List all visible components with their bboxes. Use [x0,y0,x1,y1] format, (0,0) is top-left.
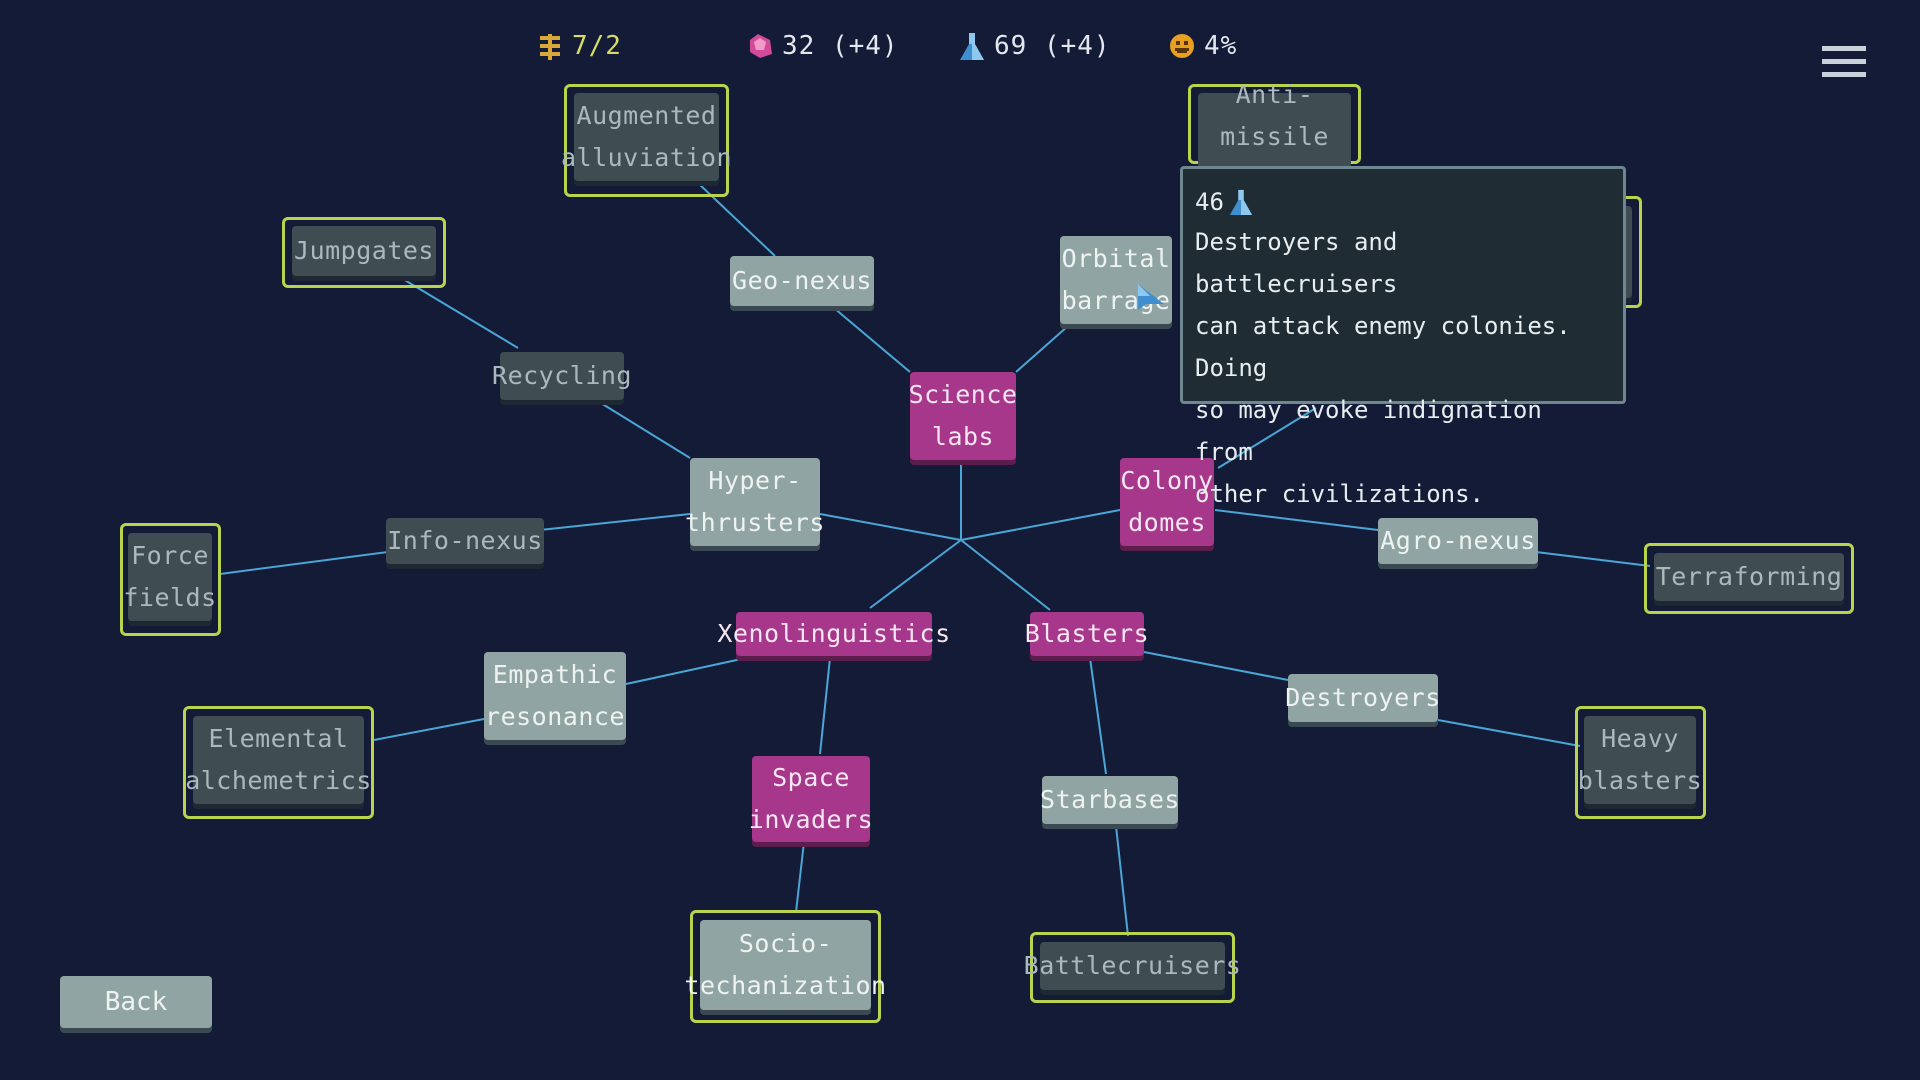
edge [1115,825,1129,937]
tech-terraforming[interactable]: Terraforming [1654,553,1844,601]
happiness-value: 4% [1204,31,1238,61]
edge [960,539,1051,611]
happiness-resource: 4% [1168,26,1237,66]
tech-blasters[interactable]: Blasters [1025,612,1149,656]
tech-battlecruisers[interactable]: Battlecruisers [1024,942,1241,990]
science-value: 69 (+4) [994,31,1111,61]
edge [539,513,691,531]
edge [1535,551,1651,567]
pointer-cursor-icon [1138,284,1164,310]
edge [397,275,519,349]
tooltip-cost: 46 [1195,183,1611,221]
tech-science-labs[interactable]: Science labs [909,372,1017,460]
tech-empathic-resonance[interactable]: Empathic resonance [484,652,626,740]
edge [1015,325,1069,373]
edge [819,513,962,541]
wheat-icon [540,34,560,60]
tech-recycling[interactable]: Recycling [492,352,631,400]
edge [1214,509,1379,531]
tech-starbases[interactable]: Starbases [1040,776,1179,824]
tooltip-description: Destroyers and battlecruisers can attack… [1195,228,1571,508]
tech-info-nexus[interactable]: Info-nexus [386,518,544,564]
tech-hyper-thrusters[interactable]: Hyper- thrusters [685,458,824,546]
edge [697,182,776,257]
science-resource: 69 (+4) [958,26,1111,66]
edge [1089,657,1107,775]
edge [869,539,962,609]
flask-icon [960,33,984,60]
edge [1143,651,1289,681]
tech-elemental-alchemetrics[interactable]: Elemental alchemetrics [185,716,371,804]
tech-agro-nexus[interactable]: Agro-nexus [1378,518,1538,564]
tech-heavy-blasters[interactable]: Heavy blasters [1578,716,1702,804]
gem-icon [750,34,772,58]
menu-bar [1822,59,1866,64]
gem-resource: 32 (+4) [746,26,899,66]
menu-bar [1822,72,1866,77]
tech-jumpgates[interactable]: Jumpgates [292,226,436,276]
tech-colony-domes[interactable]: Colony domes [1120,458,1214,546]
back-button[interactable]: Back [60,976,212,1028]
edge [595,399,691,459]
hamburger-menu-icon[interactable] [1822,46,1866,78]
tech-force-fields[interactable]: Force fields [123,533,216,621]
tooltip-cost-value: 46 [1195,188,1224,216]
edge [833,307,911,373]
tech-augmented-alluviation[interactable]: Augmented alluviation [561,93,732,181]
tech-xenolinguistics[interactable]: Xenolinguistics [717,612,950,656]
edge [960,509,1121,541]
smiley-face-icon [1170,34,1194,58]
edge [1217,407,1317,469]
edge [795,841,805,913]
tech-space-invaders[interactable]: Space invaders [749,756,873,842]
edge [1437,719,1581,747]
edge [373,718,485,741]
edge [625,657,747,685]
food-resource: 7/2 [536,26,622,66]
edge [219,551,389,575]
menu-bar [1822,46,1866,51]
tech-geo-nexus[interactable]: Geo-nexus [730,256,874,306]
flask-icon [1229,189,1253,215]
food-value: 7/2 [572,31,622,61]
tech-socio-techanization[interactable]: Socio- techanization [684,920,886,1010]
edge [819,657,831,755]
tech-tooltip: 46 Destroyers and battlecruisers can att… [1180,166,1626,508]
gem-value: 32 (+4) [782,31,899,61]
tech-destroyers[interactable]: Destroyers [1285,674,1440,722]
